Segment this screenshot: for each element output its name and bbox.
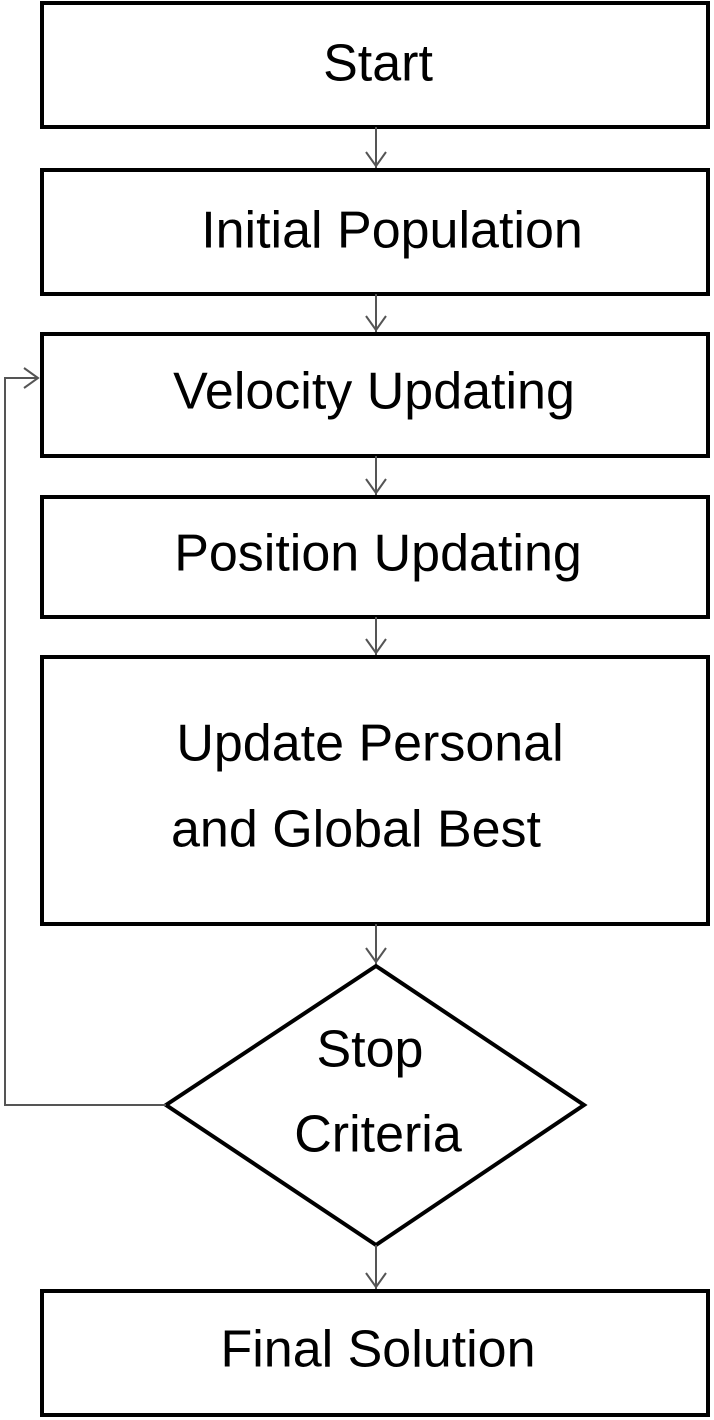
start-label: Start [323, 35, 433, 93]
arrow-update-to-stop [365, 924, 387, 964]
arrow-initial-to-velocity [365, 294, 387, 332]
update-best-box [40, 655, 710, 926]
velocity-updating-box [40, 332, 710, 458]
arrow-velocity-to-position [365, 456, 387, 495]
final-solution-label: Final Solution [220, 1321, 535, 1379]
stop-criteria-label-line2: Criteria [294, 1106, 462, 1164]
position-updating-label: Position Updating [174, 525, 582, 583]
velocity-updating-label: Velocity Updating [173, 363, 575, 421]
final-solution-box [40, 1289, 710, 1417]
start-box [40, 1, 710, 129]
arrow-loop-back-to-velocity [4, 367, 166, 1106]
initial-population-box [40, 168, 710, 296]
arrow-position-to-update [365, 617, 387, 655]
arrow-stop-to-final [365, 1245, 387, 1289]
stop-criteria-label-line1: Stop [317, 1021, 424, 1079]
position-updating-box [40, 495, 710, 619]
initial-population-label: Initial Population [201, 202, 583, 260]
update-best-label-line2: and Global Best [171, 801, 542, 859]
arrow-start-to-initial [365, 127, 387, 168]
update-best-label-line1: Update Personal [176, 715, 563, 773]
